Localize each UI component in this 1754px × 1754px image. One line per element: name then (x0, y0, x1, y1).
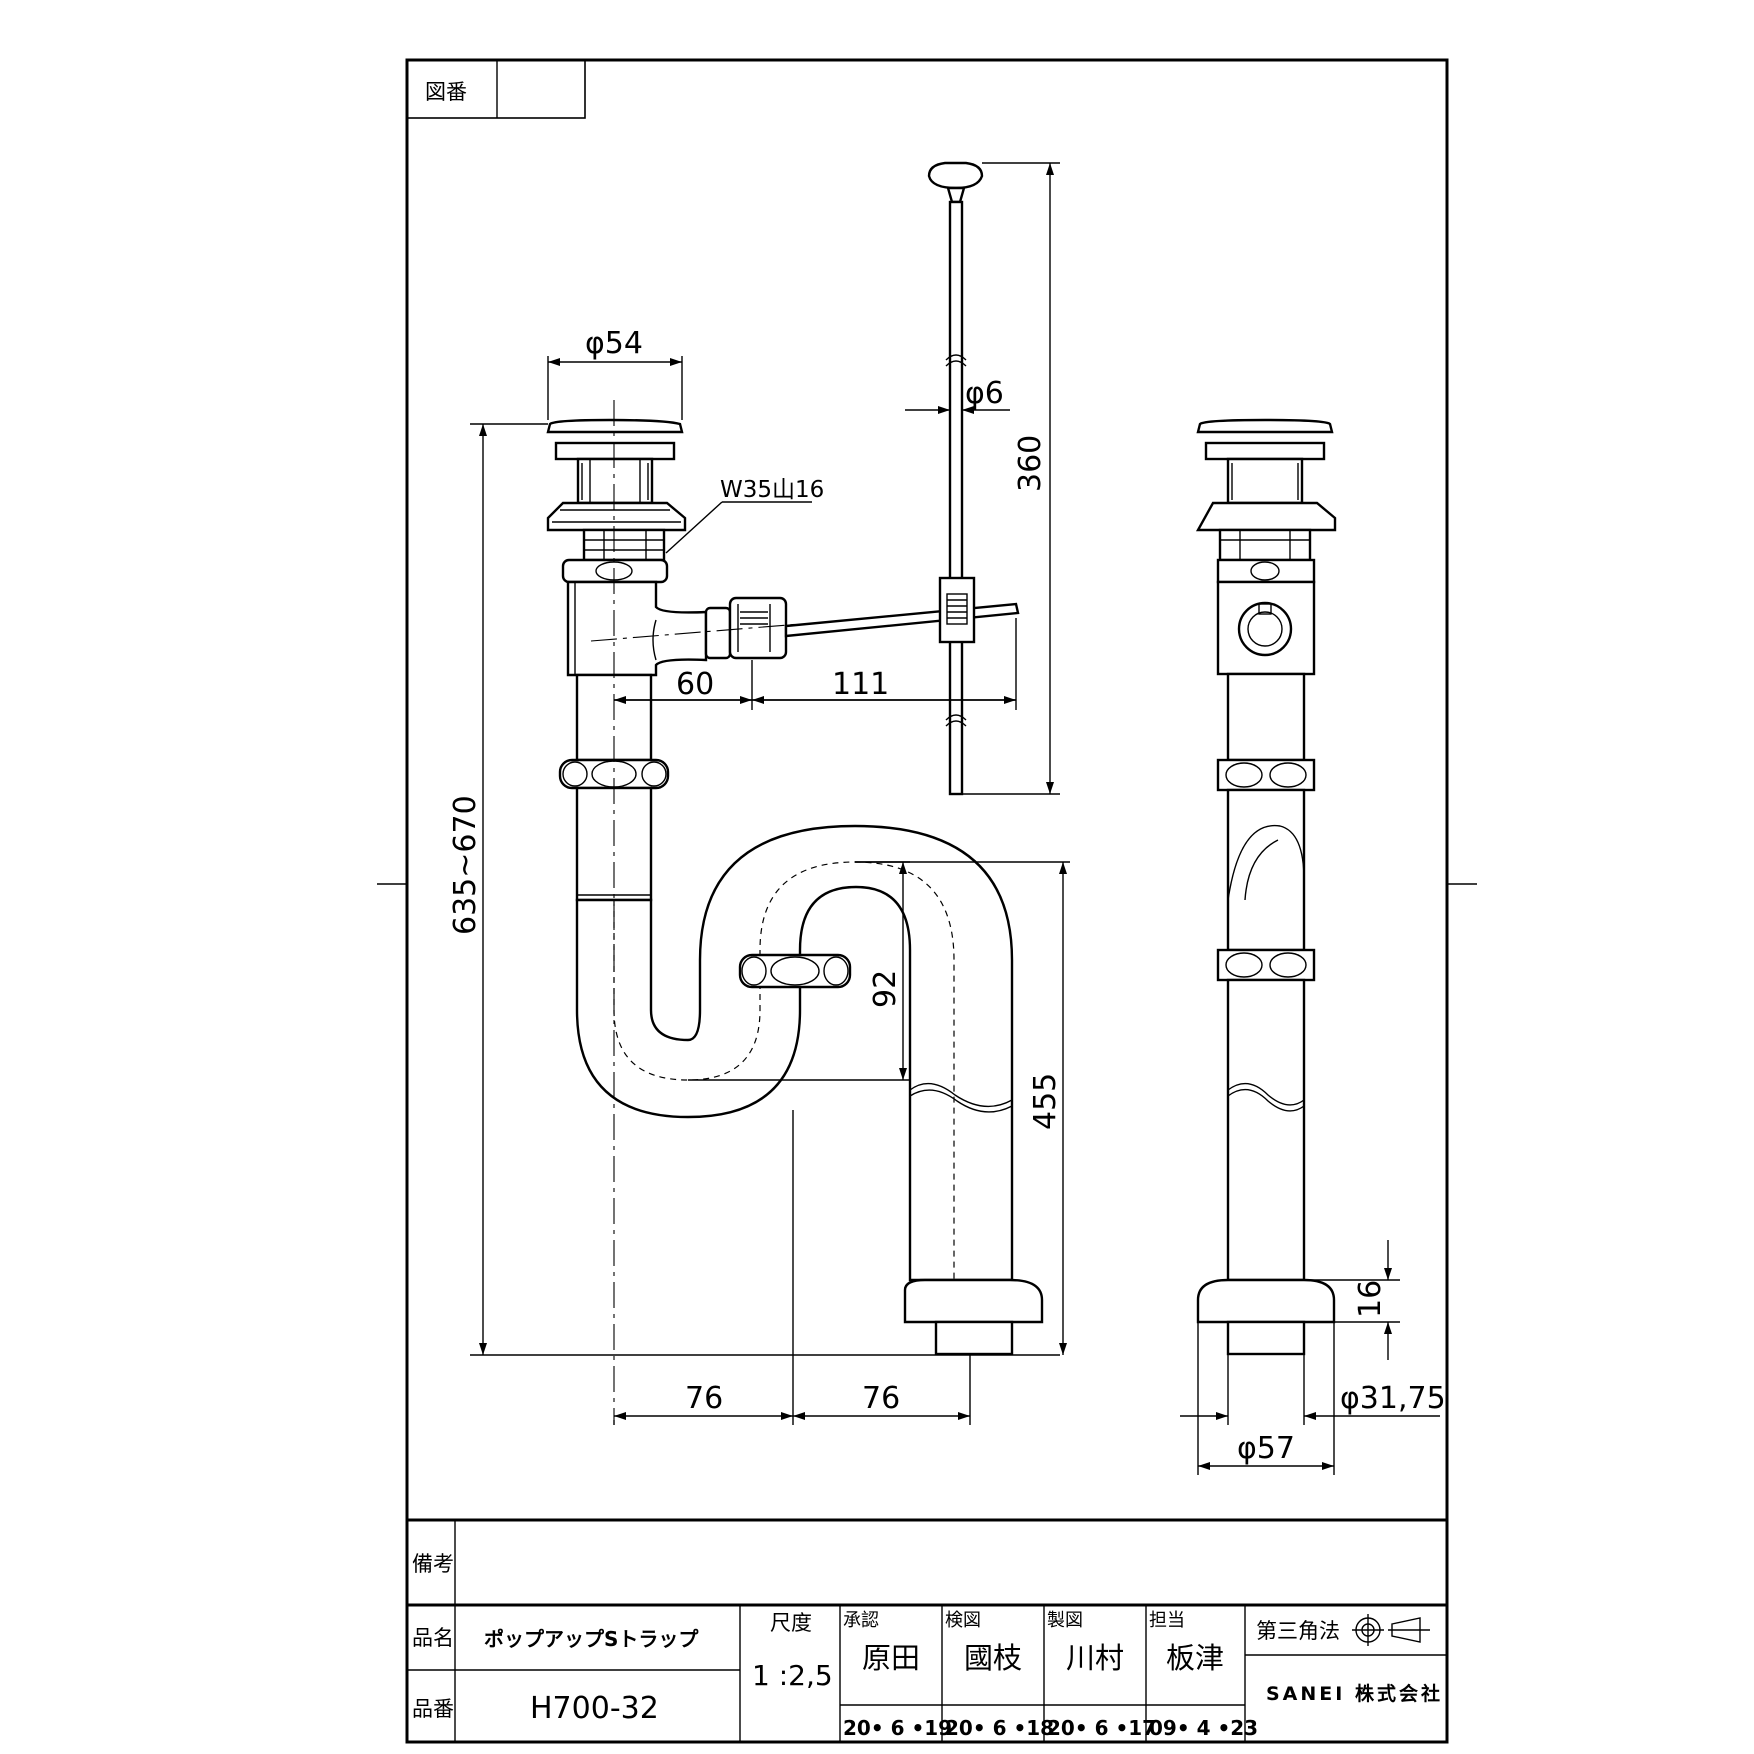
vertical-rod (948, 200, 964, 796)
wall-flange (903, 1278, 1044, 1324)
third-angle-projection-icon (1352, 1614, 1430, 1646)
upper-nut (561, 558, 669, 584)
remarks-label: 備考 (412, 1552, 454, 1576)
rod-knob (927, 161, 984, 190)
drain-body-upper (576, 457, 654, 505)
product-number-label: 品番 (412, 1697, 454, 1721)
check-label: 検図 (945, 1610, 981, 1631)
dim-offset-111: 111 (832, 667, 889, 702)
charge-date: 09• 4 •23 (1149, 1716, 1258, 1740)
dim-rod-height: 360 (1013, 435, 1048, 492)
drafting-name: 川村 (1066, 1641, 1124, 1675)
dim-total-height: 635~670 (448, 795, 483, 935)
drafting-label: 製図 (1047, 1610, 1083, 1631)
cap-neck (554, 441, 676, 461)
popup-cap (546, 418, 684, 434)
drawing-number-label: 図番 (425, 80, 467, 104)
front-view (546, 400, 1044, 1420)
dim-rod-diameter: φ6 (965, 376, 1004, 411)
product-name-label: 品名 (412, 1626, 454, 1650)
dim-spacing-left: 76 (685, 1381, 723, 1416)
popup-rod-assembly (927, 161, 984, 796)
product-number: H700-32 (530, 1691, 659, 1726)
side-slip-nut-upper (1216, 758, 1316, 792)
dim-flange-diameter: φ57 (1237, 1431, 1295, 1466)
approval-label: 承認 (843, 1610, 879, 1631)
drawing-number-box: 図番 (406, 59, 586, 119)
approval-name: 原田 (862, 1641, 920, 1675)
dim-offset-60: 60 (676, 667, 714, 702)
dim-cap-diameter: φ54 (585, 326, 643, 361)
title-block: 備考 品名 ポップアップSトラップ 品番 H700-32 尺度 1 :2,5 承… (407, 1518, 1447, 1742)
product-name: ポップアップSトラップ (484, 1627, 699, 1651)
charge-name: 板津 (1166, 1641, 1224, 1675)
approval-date: 20• 6 •19 (843, 1716, 952, 1740)
side-slip-nut-trap (1216, 948, 1316, 982)
outlet-stub (934, 1320, 1014, 1356)
drawing-frame (405, 58, 1449, 1744)
s-trap (575, 824, 1014, 1282)
side-connector (704, 606, 732, 660)
dim-trap-height: 455 (1028, 1073, 1063, 1130)
dimension-lines: φ54 φ6 W35山16 360 60 111 635~670 92 (448, 162, 1446, 1475)
dim-trap-depth: 92 (868, 970, 903, 1008)
slip-nut-trap (738, 953, 852, 989)
lock-nut (546, 501, 687, 532)
thread-section (582, 528, 666, 562)
projection-label: 第三角法 (1256, 1619, 1340, 1643)
lever-rod (784, 602, 1020, 638)
drafting-date: 20• 6 •17 (1047, 1716, 1156, 1740)
charge-label: 担当 (1149, 1610, 1185, 1631)
scale-label: 尺度 (770, 1611, 812, 1635)
side-cap (1196, 418, 1334, 434)
company-name: SANEI 株式会社 (1266, 1682, 1443, 1705)
scale-value: 1 :2,5 (752, 1659, 833, 1692)
side-view (1195, 418, 1337, 1356)
dim-spacing-right: 76 (862, 1381, 900, 1416)
tee-body (566, 580, 708, 677)
rod-clip (938, 576, 976, 644)
dim-outlet-diameter: φ31,75 (1340, 1381, 1446, 1416)
check-name: 國枝 (964, 1641, 1022, 1675)
dim-thread-spec: W35山16 (720, 477, 824, 503)
dim-flange-height: 16 (1353, 1280, 1388, 1318)
check-date: 20• 6 •18 (945, 1716, 1054, 1740)
side-flange (1196, 1278, 1336, 1324)
